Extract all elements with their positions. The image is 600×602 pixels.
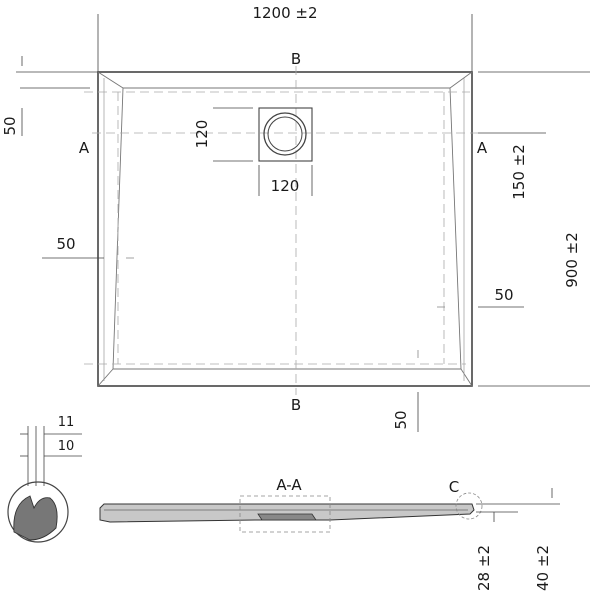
bottom-50-label: 50: [392, 410, 410, 429]
tray-inner-basin: [112, 87, 462, 370]
drain-section-box: [239, 495, 331, 533]
detail-c-label: C: [449, 478, 459, 496]
detail-dim-10-label: 10: [58, 439, 75, 454]
overall-width-label: 1200 ±2: [252, 4, 317, 22]
thickness-28-label: 28 ±2: [475, 545, 493, 591]
drain-outer-ring: [263, 112, 307, 156]
drain-height-label: 120: [193, 120, 211, 149]
thickness-40-label: 40 ±2: [534, 545, 552, 591]
detail-c: [7, 426, 82, 543]
top-view: [16, 14, 590, 432]
section-a-a: [99, 488, 560, 533]
drain-offset-label: 150 ±2: [510, 144, 528, 200]
detail-c-profile: [13, 495, 58, 541]
tray-outline: [97, 71, 473, 387]
drain-square: [258, 107, 313, 162]
side-right-50-label: 50: [494, 286, 513, 304]
section-b-top-label: B: [291, 50, 301, 68]
overall-height-label: 900 ±2: [563, 232, 581, 288]
section-title: A-A: [276, 476, 302, 494]
drain-width-label: 120: [271, 177, 300, 195]
section-b-bottom-label: B: [291, 396, 301, 414]
tray-section-profile: [99, 503, 475, 523]
detail-c-circle: [7, 481, 69, 543]
left-offset-label: 50: [1, 116, 19, 135]
drain-inner-ring: [267, 116, 303, 152]
section-a-right-label: A: [477, 139, 488, 157]
detail-dim-11-label: 11: [58, 415, 75, 430]
detail-c-marker: [455, 492, 483, 520]
side-left-50-label: 50: [56, 235, 75, 253]
section-a-left-label: A: [79, 139, 90, 157]
